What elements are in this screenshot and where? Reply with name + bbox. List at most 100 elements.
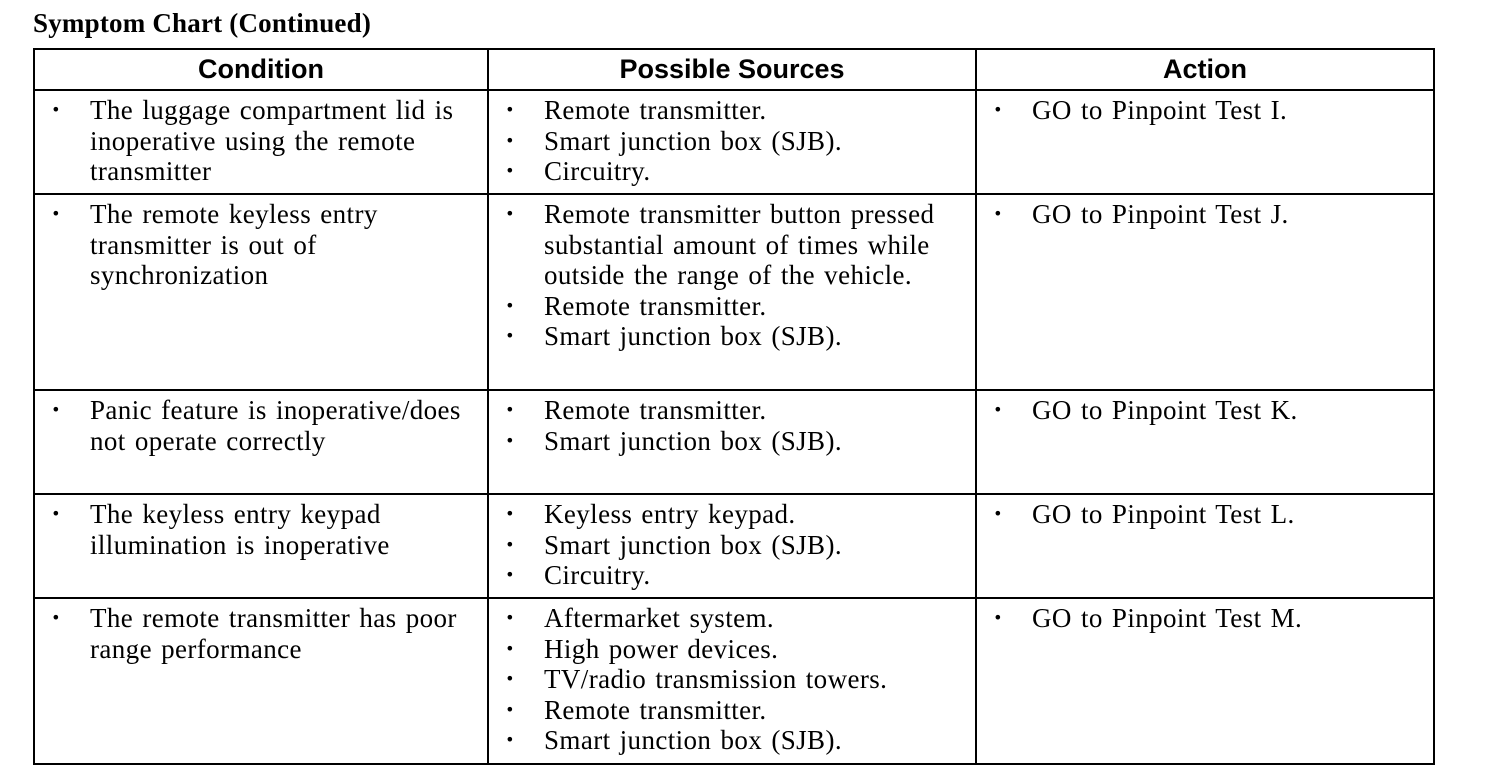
condition-cell: • The keyless entry keypad illumination i… <box>33 493 489 599</box>
bullet-marker: • <box>505 204 515 223</box>
action-item: • GO to Pinpoint Test K. <box>977 395 1423 426</box>
source-text: Aftermarket system. <box>544 603 775 633</box>
action-text: GO to Pinpoint Test K. <box>1032 395 1298 425</box>
bullet-marker: • <box>505 430 515 450</box>
action-item: • GO to Pinpoint Test M. <box>977 603 1423 634</box>
bullet-marker: • <box>505 699 515 719</box>
source-item: • Smart junction box (SJB). <box>489 126 965 157</box>
column-header-action: Action <box>975 48 1435 91</box>
condition-item: • The remote keyless entry transmitter is… <box>35 199 477 291</box>
source-item: • Remote transmitter. <box>489 695 965 726</box>
bullet-marker: • <box>505 161 515 180</box>
source-text: High power devices. <box>544 633 779 664</box>
bullet-marker: • <box>505 130 515 150</box>
table-row: • The luggage compartment lid is inoperat… <box>33 89 1435 195</box>
condition-item: • The keyless entry keypad illumination i… <box>35 499 477 560</box>
source-item: • Aftermarket system. <box>489 603 965 634</box>
source-text: Remote transmitter button pressed substa… <box>544 199 935 290</box>
symptom-chart-table: Condition Possible Sources Action • The l… <box>33 48 1435 765</box>
condition-item: • The remote transmitter has poor range p… <box>35 603 477 664</box>
source-item: • Remote transmitter. <box>489 291 965 322</box>
action-item: • GO to Pinpoint Test J. <box>977 199 1423 230</box>
bullet-marker: • <box>51 504 61 523</box>
source-item: • Smart junction box (SJB). <box>489 725 965 756</box>
bullet-marker: • <box>993 204 1003 223</box>
condition-cell: • The remote transmitter has poor range p… <box>33 597 489 765</box>
table-row: • Panic feature is inoperative/does not o… <box>33 389 1435 495</box>
bullet-marker: • <box>505 534 515 554</box>
condition-text: The luggage compartment lid is inoperati… <box>90 95 454 186</box>
bullet-marker: • <box>993 100 1003 119</box>
source-item: •Smart junction box (SJB). <box>489 321 965 352</box>
source-text: Remote transmitter. <box>544 95 767 125</box>
source-text: Keyless entry keypad. <box>544 499 796 529</box>
bullet-marker: • <box>505 100 515 119</box>
table-row: • The remote transmitter has poor range p… <box>33 597 1435 765</box>
source-item: • Circuitry. <box>489 156 965 187</box>
bullet-marker: • <box>51 608 61 627</box>
condition-text: Panic feature is inoperative/does not op… <box>90 395 461 456</box>
action-text: GO to Pinpoint Test I. <box>1032 95 1288 125</box>
bullet-marker: • <box>993 504 1003 523</box>
condition-cell: • Panic feature is inoperative/does not o… <box>33 389 489 495</box>
action-text: GO to Pinpoint Test J. <box>1032 199 1289 229</box>
bullet-marker: • <box>51 100 61 119</box>
bullet-marker: • <box>505 400 515 419</box>
bullet-marker: • <box>51 204 61 223</box>
source-text: Circuitry. <box>544 156 651 186</box>
condition-cell: • The luggage compartment lid is inoperat… <box>33 89 489 195</box>
condition-item: • Panic feature is inoperative/does not o… <box>35 395 477 456</box>
table-row: • The keyless entry keypad illumination i… <box>33 493 1435 599</box>
bullet-marker: • <box>993 400 1003 419</box>
bullet-marker: • <box>505 504 515 523</box>
action-cell: • GO to Pinpoint Test L. <box>975 493 1435 599</box>
column-header-possible-sources: Possible Sources <box>487 48 977 91</box>
possible-sources-cell: • Remote transmitter. • Smart junction box… <box>487 89 977 195</box>
bullet-marker: • <box>505 730 515 749</box>
bullet-marker: • <box>505 295 515 315</box>
source-item: • High power devices. <box>489 634 965 665</box>
source-text: TV/radio transmission towers. <box>544 664 888 694</box>
source-item: • Keyless entry keypad. <box>489 499 965 530</box>
action-text: GO to Pinpoint Test M. <box>1032 603 1303 633</box>
source-text: Circuitry. <box>544 560 651 590</box>
table-header-row: Condition Possible Sources Action <box>33 48 1435 91</box>
possible-sources-cell: • Remote transmitter button pressed subst… <box>487 193 977 391</box>
source-text: Smart junction box (SJB). <box>544 125 842 156</box>
source-item: • Circuitry. <box>489 560 965 591</box>
bullet-marker: • <box>505 565 515 584</box>
action-item: • GO to Pinpoint Test L. <box>977 499 1423 530</box>
source-item: • TV/radio transmission towers. <box>489 664 965 695</box>
action-cell: • GO to Pinpoint Test M. <box>975 597 1435 765</box>
source-text: Remote transmitter. <box>544 290 767 321</box>
condition-text: The keyless entry keypad illumination is… <box>90 499 390 560</box>
action-cell: • GO to Pinpoint Test I. <box>975 89 1435 195</box>
action-text: GO to Pinpoint Test L. <box>1032 499 1295 529</box>
condition-item: • The luggage compartment lid is inoperat… <box>35 95 477 187</box>
page-title: Symptom Chart (Continued) <box>33 8 372 38</box>
bullet-marker: • <box>993 608 1003 627</box>
condition-text: The remote keyless entry transmitter is … <box>90 199 378 290</box>
source-text: Remote transmitter. <box>544 395 767 425</box>
source-text: Smart junction box (SJB). <box>544 321 842 351</box>
source-text: Smart junction box (SJB). <box>544 725 842 755</box>
bullet-marker: • <box>505 608 515 627</box>
source-item: • Remote transmitter button pressed subst… <box>489 199 965 291</box>
bullet-marker: • <box>51 400 61 419</box>
source-item: • Smart junction box (SJB). <box>489 530 965 561</box>
source-item: • Remote transmitter. <box>489 395 965 426</box>
bullet-marker: • <box>505 669 515 688</box>
source-text: Remote transmitter. <box>544 694 767 725</box>
possible-sources-cell: • Aftermarket system. • High power devices… <box>487 597 977 765</box>
condition-cell: • The remote keyless entry transmitter is… <box>33 193 489 391</box>
bullet-marker: • <box>505 638 515 658</box>
action-item: • GO to Pinpoint Test I. <box>977 95 1423 126</box>
condition-text: The remote transmitter has poor range pe… <box>90 603 457 664</box>
table-row: • The remote keyless entry transmitter is… <box>33 193 1435 391</box>
column-header-condition: Condition <box>33 48 489 91</box>
source-text: Smart junction box (SJB). <box>544 529 842 560</box>
source-item: • Smart junction box (SJB). <box>489 426 965 457</box>
source-text: Smart junction box (SJB). <box>544 425 842 456</box>
source-item: • Remote transmitter. <box>489 95 965 126</box>
action-cell: • GO to Pinpoint Test J. <box>975 193 1435 391</box>
